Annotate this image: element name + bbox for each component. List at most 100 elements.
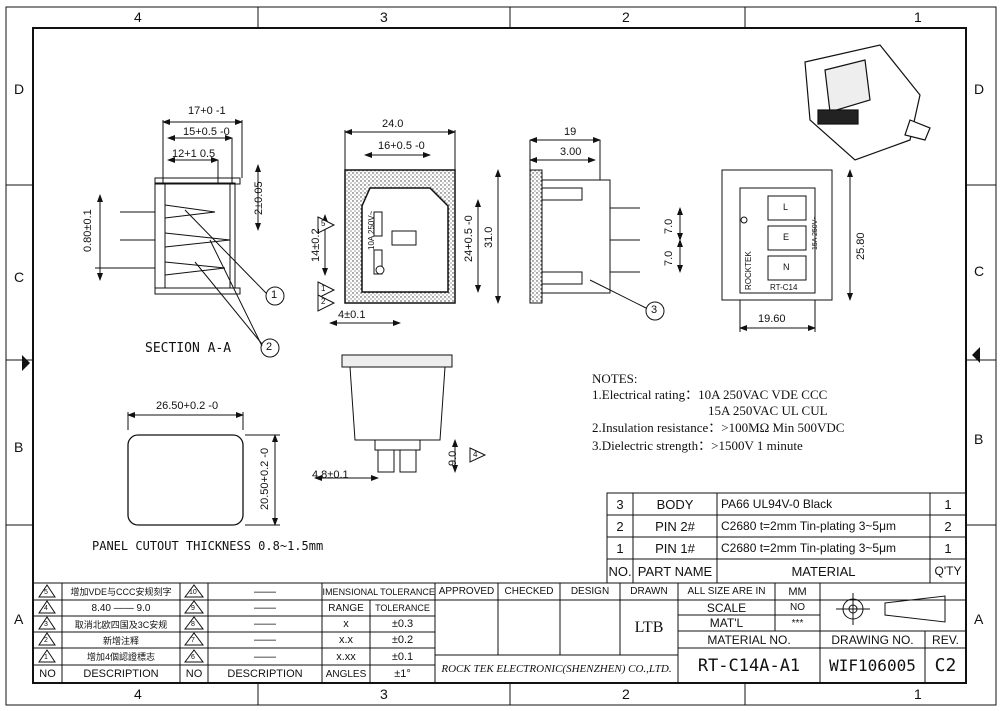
- note-line: 3.Dielectric strength：>1500V 1 minute: [592, 438, 803, 453]
- row-label-right: B: [974, 431, 984, 447]
- dim-label: 20.50+0.2 -0: [259, 447, 271, 510]
- tolerance-value: ±0.1: [391, 650, 414, 663]
- dim-label: 2±0.05: [253, 181, 265, 215]
- note-line: 1.Electrical rating：10A 250VAC VDE CCC: [592, 387, 828, 402]
- rear-view: [721, 169, 853, 332]
- note-line: 2.Insulation resistance：>100MΩ Min 500VD…: [592, 420, 845, 435]
- drawing-number: WIF106005: [829, 656, 916, 675]
- tolerance-range: x.xx: [336, 650, 356, 663]
- tolerance-value: ±1°: [394, 668, 411, 680]
- dim-label: 15+0.5 -0: [183, 126, 230, 138]
- pin-label: L: [783, 202, 789, 212]
- dim-label: 26.50+0.2 -0: [156, 400, 219, 412]
- row-label-left: D: [14, 81, 25, 97]
- material-no-label: MATERIAL NO.: [707, 632, 791, 647]
- drawn-by: LTB: [634, 618, 664, 636]
- bom-header-material: MATERIAL: [791, 563, 856, 579]
- dim-label: 24.0: [382, 118, 404, 130]
- triangle-number: 2: [321, 297, 326, 306]
- bom-part: PIN 1#: [655, 540, 695, 556]
- rev-description: 新增注释: [102, 635, 139, 646]
- bom-header-no: NO.: [608, 563, 632, 579]
- rev-triangle-number: 6: [191, 654, 195, 661]
- tolerance-range-label: RANGE: [328, 602, 364, 614]
- triangle-number: 1: [321, 284, 326, 293]
- callout-number: 3: [651, 304, 658, 316]
- col-label-top: 3: [380, 9, 388, 25]
- rev-triangle-number: 7: [191, 637, 195, 644]
- row-label-left: A: [14, 611, 24, 627]
- all-size-label: ALL SIZE ARE IN: [687, 586, 766, 597]
- dim-label: 19.60: [758, 313, 786, 325]
- row-label-right: A: [974, 611, 984, 627]
- rev-label: REV.: [932, 632, 959, 647]
- rev-description: ——: [254, 602, 276, 614]
- bom-part: BODY: [656, 496, 694, 512]
- rev-description: ——: [254, 650, 276, 663]
- rev-triangle-number: 9: [191, 605, 195, 612]
- triangle-number: 5: [321, 219, 326, 228]
- bom-no: 1: [616, 540, 624, 556]
- section-label: SECTION A-A: [145, 341, 232, 356]
- bom-qty: 2: [944, 518, 952, 534]
- rev-description: 取消北欧四国及3C安规: [74, 619, 168, 630]
- rev-triangle-number: 5: [44, 589, 48, 596]
- rev-header-description: DESCRIPTION: [83, 668, 159, 680]
- bom-material: C2680 t=2mm Tin-plating 3~5μm: [721, 519, 897, 533]
- checked-label: CHECKED: [504, 586, 554, 597]
- note-line: 15A 250VAC UL CUL: [708, 403, 828, 418]
- dim-label: 7.0: [663, 250, 675, 266]
- col-label-top: 1: [914, 9, 922, 25]
- col-label-bottom: 3: [380, 686, 388, 702]
- rev-triangle-number: 8: [191, 621, 195, 628]
- bom-no: 2: [616, 518, 624, 534]
- design-label: DESIGN: [570, 586, 610, 597]
- dim-label: 7.0: [663, 218, 675, 234]
- dim-label: 25.80: [855, 232, 867, 260]
- material-value: ***: [791, 617, 804, 629]
- cutout-label: PANEL CUTOUT THICKNESS 0.8~1.5mm: [92, 539, 324, 553]
- dim-label: 3.00: [560, 146, 582, 158]
- dim-label: 9.0: [447, 450, 459, 466]
- rev-triangle-number: 4: [44, 605, 48, 612]
- rev-description: ——: [254, 585, 276, 598]
- rev-description: 增加4個認證標志: [86, 652, 155, 662]
- rear-marking: 15A 250V~: [812, 215, 819, 250]
- bom-material: PA66 UL94V-0 Black: [721, 497, 833, 511]
- dim-label: 12+1 0.5: [172, 148, 216, 160]
- rear-marking: ROCKTEK: [744, 251, 753, 290]
- rating-marking: 10A 250V~: [367, 210, 376, 250]
- front-view: [317, 129, 501, 326]
- bom-material: C2680 t=2mm Tin-plating 3~5μm: [721, 541, 897, 555]
- rev-header-description: DESCRIPTION: [227, 668, 303, 680]
- dim-label: 0.80±0.1: [82, 209, 94, 252]
- col-label-top: 4: [134, 9, 142, 25]
- tolerance-label: TOLERANCE: [375, 603, 430, 613]
- approved-label: APPROVED: [438, 586, 495, 597]
- drawing-no-label: DRAWING NO.: [831, 632, 914, 647]
- rev-header-no: NO: [185, 668, 203, 680]
- pin-label: E: [783, 232, 790, 242]
- unit-value: MM: [788, 585, 807, 598]
- tolerance-range: x.x: [338, 634, 354, 646]
- cutout-view: [127, 412, 280, 526]
- tolerance-value: ±0.2: [391, 634, 414, 646]
- row-label-right: D: [974, 81, 985, 97]
- dim-label: 19: [564, 126, 577, 138]
- drawn-label: DRAWN: [630, 586, 668, 597]
- tolerance-range: x: [343, 618, 349, 630]
- callout-number: 2: [266, 341, 273, 353]
- part-number: RT-C14A-A1: [697, 655, 801, 676]
- row-label-left: B: [14, 439, 24, 455]
- col-label-bottom: 4: [134, 686, 142, 702]
- rev-triangle-number: 10: [189, 589, 197, 596]
- iso-view: [804, 44, 931, 161]
- col-label-bottom: 2: [622, 686, 630, 702]
- section-view: [95, 119, 285, 358]
- rev-value: C2: [934, 655, 957, 676]
- col-label-top: 2: [622, 9, 630, 25]
- row-label-right: C: [974, 263, 985, 279]
- rev-header-no: NO: [39, 668, 56, 680]
- rev-description: ——: [254, 618, 276, 630]
- dim-label: 17+0 -1: [188, 105, 226, 117]
